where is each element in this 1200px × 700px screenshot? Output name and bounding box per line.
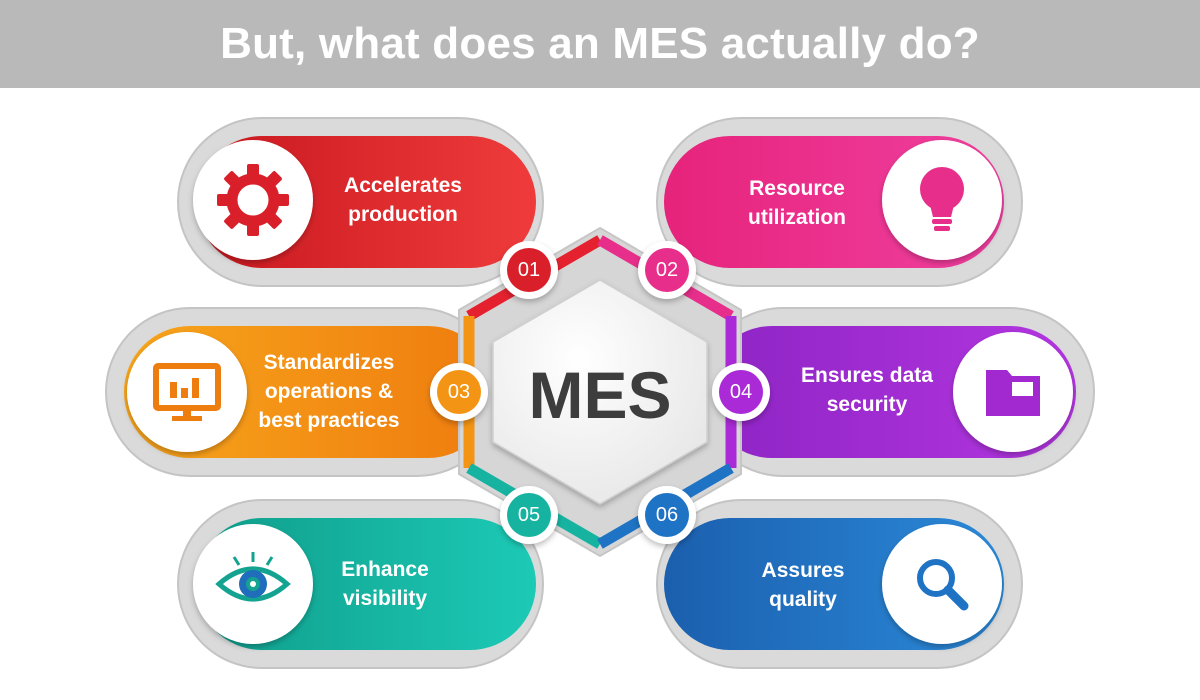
card-label-line: Assures	[761, 559, 845, 582]
icon-circle-01	[193, 140, 313, 260]
card-label-line: Standardizes	[263, 351, 395, 374]
icon-circle-05	[193, 524, 313, 644]
badge-number-03: 03	[447, 381, 471, 403]
gear-icon	[217, 164, 289, 236]
header-bar: But, what does an MES actually do?	[0, 0, 1200, 88]
badge-02	[638, 241, 696, 299]
card-label-line: quality	[769, 588, 837, 611]
card-label-line: utilization	[748, 206, 846, 229]
card-label-line: Enhance	[341, 558, 429, 581]
hub-inner-hexagon	[492, 279, 708, 505]
card-label-02: Resource utilization	[712, 174, 882, 232]
card-label-line: Resource	[749, 177, 845, 200]
badge-number-02: 02	[655, 259, 679, 281]
badge-number-06: 06	[655, 504, 679, 526]
card-label-03: Standardizes operations & best practices	[244, 348, 414, 435]
hub-label: MES	[528, 358, 672, 432]
card-label-line: visibility	[342, 587, 428, 610]
badge-03	[430, 363, 488, 421]
badge-05	[500, 486, 558, 544]
lightbulb-icon	[920, 167, 964, 231]
card-label-line: production	[348, 203, 458, 226]
magnifier-icon	[917, 559, 969, 611]
card-label-line: best practices	[258, 409, 400, 432]
card-label-line: operations &	[264, 380, 394, 403]
card-label-line: Accelerates	[344, 174, 462, 197]
icon-circle-04	[953, 332, 1073, 452]
page-title: But, what does an MES actually do?	[220, 19, 980, 68]
icon-circle-03	[127, 332, 247, 452]
card-label-06: Assures quality	[718, 556, 888, 614]
card-label-line: security	[826, 393, 908, 416]
badge-06	[638, 486, 696, 544]
badge-number-01: 01	[517, 259, 541, 281]
folder-icon	[986, 370, 1040, 416]
badge-01	[500, 241, 558, 299]
card-label-line: Ensures data	[801, 364, 933, 387]
card-label-04: Ensures data security	[782, 361, 952, 419]
icon-circle-06	[882, 524, 1002, 644]
badge-04	[712, 363, 770, 421]
badge-number-04: 04	[729, 381, 753, 403]
badge-number-05: 05	[517, 504, 541, 526]
card-label-01: Accelerates production	[318, 171, 488, 229]
icon-circle-02	[882, 140, 1002, 260]
monitor-chart-icon	[153, 363, 221, 421]
card-label-05: Enhance visibility	[300, 555, 470, 613]
eye-icon	[215, 552, 291, 602]
